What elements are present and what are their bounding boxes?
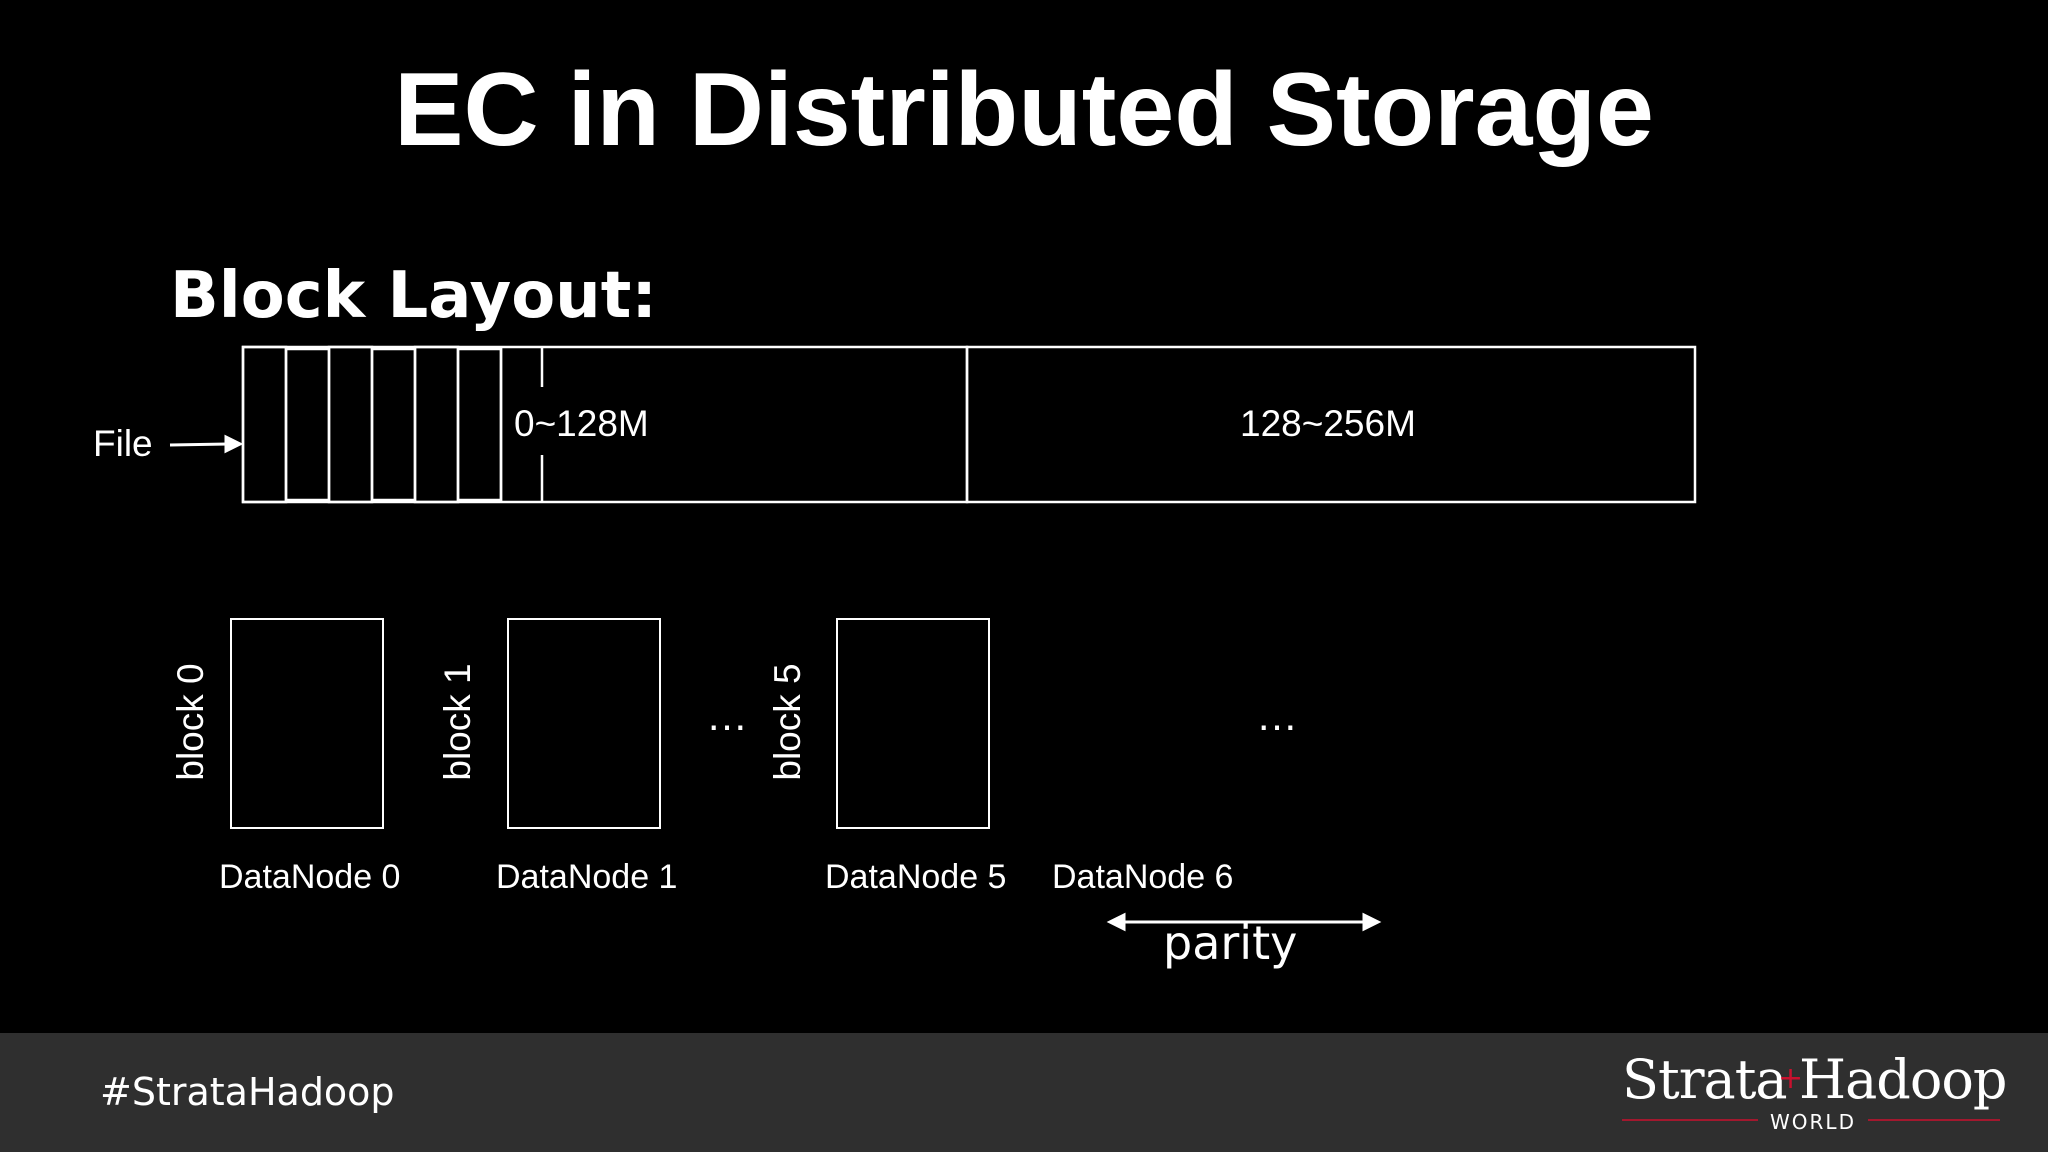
slide-title: EC in Distributed Storage	[394, 52, 1654, 168]
arrow-head-right	[1362, 912, 1382, 932]
svg-text:Hadoop: Hadoop	[1799, 1048, 2006, 1111]
block-label-5: block 5	[767, 663, 808, 781]
datanode-1-box	[507, 618, 661, 829]
range-label-second: 128~256M	[1240, 403, 1416, 444]
datanode-0-label: DataNode 0	[219, 858, 401, 896]
svg-text:Strata: Strata	[1622, 1048, 1787, 1111]
datanode-6-label: DataNode 6	[1052, 858, 1234, 896]
file-segment-second	[965, 345, 1697, 504]
block-layout-heading: Block Layout:	[170, 259, 657, 333]
datanode-5-box	[836, 618, 990, 829]
hashtag-label: #StrataHadoop	[100, 1070, 395, 1114]
strata-hadoop-world-logo: Strata + Hadoop WORLD	[1622, 1048, 2007, 1134]
file-outline	[241, 345, 1697, 504]
stripe-cell	[327, 345, 374, 504]
block-label-0: block 0	[170, 663, 211, 781]
arrow-head	[224, 434, 244, 454]
datanode-1-label: DataNode 1	[496, 858, 678, 896]
stripe-cell	[370, 347, 417, 502]
ellipsis-between-nodes: …	[706, 692, 752, 739]
parity-arrow	[1106, 912, 1382, 932]
datanode-5-label: DataNode 5	[825, 858, 1007, 896]
svg-text:WORLD: WORLD	[1770, 1110, 1856, 1134]
datanode-0-box	[230, 618, 384, 829]
ellipsis-parity-nodes: …	[1256, 692, 1302, 739]
range-label-first: 0~128M	[514, 403, 649, 444]
file-label: File	[93, 423, 153, 464]
file-arrow	[169, 434, 244, 454]
footer-bar	[0, 1033, 2048, 1152]
stripe-cells	[241, 345, 544, 504]
stripe-cell	[413, 345, 460, 504]
stripe-cell	[456, 347, 503, 502]
svg-text:+: +	[1778, 1061, 1803, 1096]
parity-label: parity	[1163, 916, 1298, 970]
stripe-cell	[284, 347, 331, 502]
stripe-cell	[241, 345, 288, 504]
block-label-1: block 1	[437, 663, 478, 781]
arrow-head-left	[1106, 912, 1126, 932]
